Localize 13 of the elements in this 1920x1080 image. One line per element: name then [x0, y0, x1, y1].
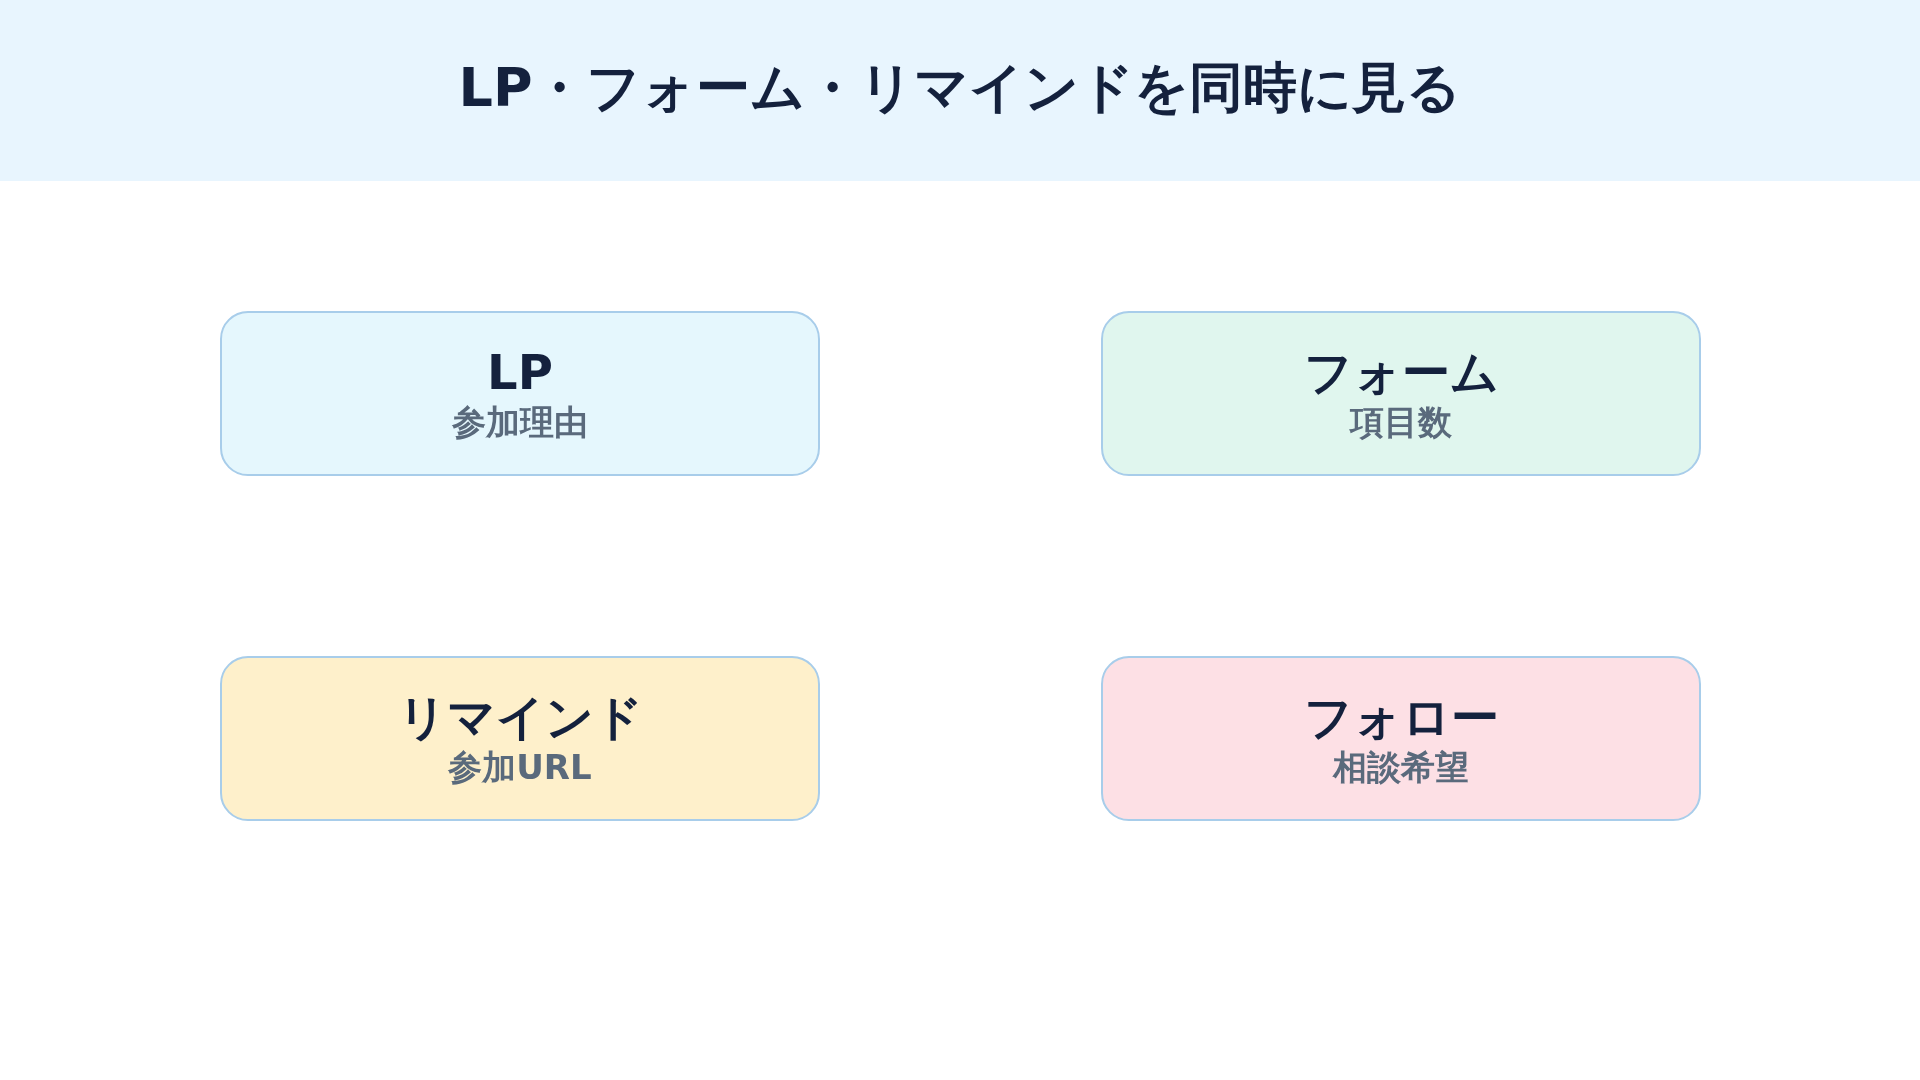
- card-heading: フォロー: [1303, 688, 1499, 745]
- slide-title: LP・フォーム・リマインドを同時に見る: [457, 55, 1463, 121]
- category-card: [1101, 311, 1701, 476]
- card-heading: リマインド: [397, 688, 643, 745]
- card-subtitle: 参加理由: [452, 400, 588, 444]
- card-heading: フォーム: [1303, 343, 1499, 400]
- category-card: [1101, 656, 1701, 821]
- card-subtitle: 相談希望: [1333, 745, 1469, 789]
- card-subtitle: 参加URL: [448, 745, 592, 789]
- category-card: [220, 311, 820, 476]
- card-subtitle: 項目数: [1350, 400, 1452, 444]
- category-card: [220, 656, 820, 821]
- card-heading: LP: [487, 343, 553, 400]
